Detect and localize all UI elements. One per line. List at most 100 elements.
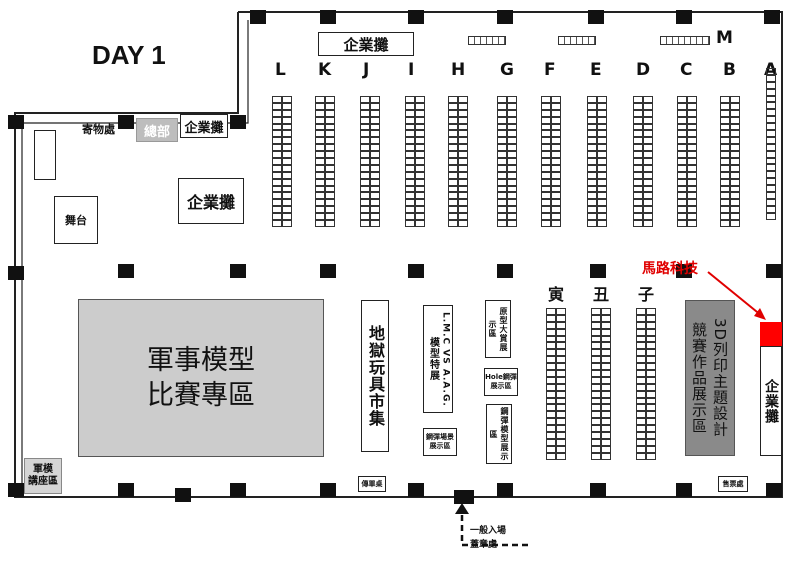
booth-cell[interactable]: [556, 363, 566, 371]
booth-cell[interactable]: [587, 109, 597, 117]
booth-cell[interactable]: [730, 102, 740, 110]
booth-cell[interactable]: [687, 192, 697, 200]
booth-cell[interactable]: [282, 144, 292, 152]
booth-cell[interactable]: [325, 102, 335, 110]
booth-cell[interactable]: [720, 102, 730, 110]
booth-cell[interactable]: [601, 321, 611, 329]
booth-cell[interactable]: [677, 192, 687, 200]
booth-cell[interactable]: [448, 206, 458, 214]
booth-cell[interactable]: [405, 192, 415, 200]
booth-cell[interactable]: [730, 144, 740, 152]
booth-cell[interactable]: [370, 220, 380, 227]
booth-cell[interactable]: [541, 137, 551, 145]
booth-cell[interactable]: [636, 390, 646, 398]
booth-cell[interactable]: [405, 144, 415, 152]
booth-cell[interactable]: [636, 335, 646, 343]
booth-cell[interactable]: [546, 321, 556, 329]
booth-cell[interactable]: [633, 102, 643, 110]
booth-cell[interactable]: [597, 130, 607, 138]
booth-cell[interactable]: [720, 123, 730, 131]
booth-cell[interactable]: [633, 144, 643, 152]
booth-cell[interactable]: [556, 349, 566, 357]
booth-cell[interactable]: [546, 308, 556, 315]
booth-cell[interactable]: [677, 164, 687, 172]
booth-cell[interactable]: [556, 432, 566, 439]
booth-cell[interactable]: [687, 144, 697, 152]
booth-cell[interactable]: [360, 213, 370, 221]
booth-cell[interactable]: [282, 158, 292, 165]
booth-cell[interactable]: [587, 151, 597, 159]
booth-cell[interactable]: [405, 102, 415, 110]
booth-cell[interactable]: [315, 158, 325, 165]
booth-cell[interactable]: [643, 185, 653, 193]
booth-cell[interactable]: [282, 123, 292, 131]
booth-cell[interactable]: [636, 432, 646, 439]
booth-cell[interactable]: [546, 418, 556, 426]
booth-cell[interactable]: [497, 130, 507, 138]
booth-cell[interactable]: [551, 158, 561, 165]
booth-cell[interactable]: [677, 220, 687, 227]
booth-cell[interactable]: [497, 109, 507, 117]
booth-cell[interactable]: [636, 438, 646, 446]
booth-cell[interactable]: [325, 178, 335, 186]
booth-cell[interactable]: [766, 81, 776, 89]
booth-cell[interactable]: [282, 137, 292, 145]
booth-cell[interactable]: [325, 192, 335, 200]
booth-cell[interactable]: [458, 220, 468, 227]
booth-cell[interactable]: [497, 192, 507, 200]
booth-cell[interactable]: [541, 130, 551, 138]
booth-cell[interactable]: [643, 144, 653, 152]
booth-cell[interactable]: [646, 363, 656, 371]
booth-cell[interactable]: [587, 96, 597, 103]
booth-cell[interactable]: [497, 199, 507, 207]
booth-cell[interactable]: [325, 123, 335, 131]
booth-cell[interactable]: [541, 192, 551, 200]
booth-cell[interactable]: [636, 404, 646, 412]
booth-cell[interactable]: [551, 123, 561, 131]
booth-cell[interactable]: [597, 144, 607, 152]
booth-cell[interactable]: [448, 130, 458, 138]
booth-cell[interactable]: [677, 171, 687, 179]
booth-cell[interactable]: [720, 164, 730, 172]
booth-cell[interactable]: [591, 404, 601, 412]
booth-cell[interactable]: [497, 96, 507, 103]
booth-cell[interactable]: [587, 206, 597, 214]
booth-cell[interactable]: [415, 130, 425, 138]
booth-cell[interactable]: [272, 116, 282, 124]
booth-cell[interactable]: [497, 158, 507, 165]
booth-cell[interactable]: [766, 109, 776, 117]
booth-cell[interactable]: [546, 314, 556, 322]
booth-cell[interactable]: [282, 206, 292, 214]
booth-cell[interactable]: [587, 158, 597, 165]
booth-cell[interactable]: [415, 199, 425, 207]
booth-cell[interactable]: [272, 199, 282, 207]
booth-cell[interactable]: [601, 349, 611, 357]
booth-cell[interactable]: [315, 102, 325, 110]
booth-cell[interactable]: [720, 144, 730, 152]
booth-cell[interactable]: [730, 116, 740, 124]
booth-cell[interactable]: [272, 137, 282, 145]
booth-cell[interactable]: [587, 123, 597, 131]
booth-cell[interactable]: [591, 342, 601, 350]
booth-cell[interactable]: [272, 130, 282, 138]
booth-cell[interactable]: [448, 158, 458, 165]
booth-cell[interactable]: [766, 185, 776, 193]
booth-cell[interactable]: [643, 123, 653, 131]
booth-cell[interactable]: [587, 130, 597, 138]
booth-cell[interactable]: [766, 205, 776, 213]
booth-cell[interactable]: [766, 157, 776, 165]
booth-cell[interactable]: [325, 109, 335, 117]
booth-cell[interactable]: [360, 144, 370, 152]
booth-cell[interactable]: [591, 370, 601, 377]
booth-cell[interactable]: [633, 220, 643, 227]
booth-cell[interactable]: [720, 109, 730, 117]
booth-cell[interactable]: [448, 185, 458, 193]
booth-cell[interactable]: [458, 137, 468, 145]
booth-cell[interactable]: [591, 328, 601, 336]
booth-cell[interactable]: [677, 178, 687, 186]
booth-cell[interactable]: [546, 445, 556, 453]
booth-cell[interactable]: [601, 335, 611, 343]
booth-cell[interactable]: [687, 137, 697, 145]
booth-cell[interactable]: [720, 116, 730, 124]
booth-cell[interactable]: [541, 144, 551, 152]
